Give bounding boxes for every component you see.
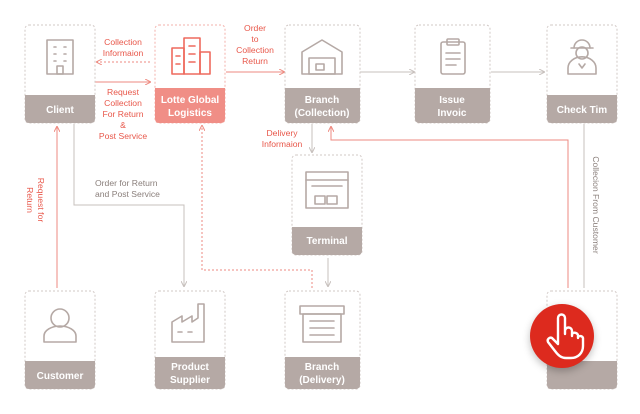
svg-text:Informaion: Informaion	[103, 48, 144, 58]
edge-collection-from-customer	[331, 127, 569, 288]
node-branch-collection-line1: Branch	[305, 95, 339, 106]
node-product-supplier-line2: Supplier	[170, 375, 210, 386]
node-lotte-label-line2: Logistics	[168, 108, 212, 119]
label-collection-from-customer: Collecion From Customer	[591, 156, 601, 254]
node-branch-delivery[interactable]: Branch (Delivery)	[284, 290, 361, 390]
factory-icon	[171, 303, 205, 343]
node-lotte-label-line1: Lotte Global	[161, 95, 220, 106]
node-client-label: Client	[46, 105, 74, 116]
node-issue-invoice-line2: Invoic	[438, 108, 467, 119]
office-building-icon	[46, 39, 74, 75]
svg-text:Informaion: Informaion	[262, 139, 303, 149]
svg-text:Return: Return	[242, 56, 268, 66]
svg-text:Request for: Request for	[36, 178, 46, 223]
svg-text:Return: Return	[25, 187, 35, 213]
svg-text:For Return: For Return	[102, 109, 143, 119]
courier-person-icon	[567, 39, 597, 75]
svg-text:Delivery: Delivery	[266, 128, 298, 138]
node-terminal-label: Terminal	[307, 236, 348, 247]
node-branch-delivery-line2: (Delivery)	[299, 375, 345, 386]
node-check-time-label: Check Tim	[557, 105, 607, 116]
svg-text:and Post Service: and Post Service	[95, 189, 160, 199]
label-request-collection: Request Collection For Return & Post Ser…	[99, 87, 147, 141]
node-check-time[interactable]: Check Tim	[546, 24, 618, 124]
label-delivery-information: Delivery Informaion	[262, 128, 303, 149]
edge-branch-delivery-to-lotte	[202, 126, 313, 288]
node-client[interactable]: Client	[24, 24, 96, 124]
clipboard-icon	[440, 38, 466, 75]
container-icon	[305, 171, 349, 209]
node-product-supplier[interactable]: Product Supplier	[154, 290, 226, 390]
pointing-hand-button[interactable]	[530, 304, 594, 368]
node-issue-invoice-line1: Issue	[439, 95, 465, 106]
node-branch-delivery-line1: Branch	[305, 362, 339, 373]
node-branch-collection-line2: (Collection)	[295, 108, 350, 119]
node-customer[interactable]: Customer	[24, 290, 96, 390]
company-buildings-icon	[171, 37, 211, 75]
svg-text:Collection: Collection	[104, 37, 142, 47]
edge-order-for-return	[73, 124, 184, 286]
label-order-to-collection: Order to Collection Return	[236, 23, 274, 66]
pointing-hand-icon	[546, 313, 585, 360]
svg-text:to: to	[251, 34, 258, 44]
svg-text:Order for Return: Order for Return	[95, 178, 158, 188]
label-request-for-return: Request for Return	[25, 178, 46, 223]
node-branch-collection[interactable]: Branch (Collection)	[284, 24, 361, 124]
node-product-supplier-line1: Product	[171, 362, 209, 373]
svg-text:&: &	[120, 120, 126, 130]
node-customer-label: Customer	[37, 371, 84, 382]
svg-text:Request: Request	[107, 87, 140, 97]
svg-text:Collection: Collection	[236, 45, 274, 55]
store-icon	[299, 305, 345, 343]
label-collection-information: Collection Informaion	[103, 37, 144, 58]
svg-text:Post Service: Post Service	[99, 131, 147, 141]
warehouse-icon	[301, 39, 343, 75]
svg-text:Order: Order	[244, 23, 266, 33]
person-icon	[43, 308, 77, 343]
node-issue-invoice[interactable]: Issue Invoic	[414, 24, 491, 124]
svg-text:Collection: Collection	[104, 98, 142, 108]
label-order-for-return: Order for Return and Post Service	[95, 178, 160, 199]
node-lotte-global-logistics[interactable]: Lotte Global Logistics	[154, 24, 226, 124]
node-terminal[interactable]: Terminal	[291, 154, 363, 256]
